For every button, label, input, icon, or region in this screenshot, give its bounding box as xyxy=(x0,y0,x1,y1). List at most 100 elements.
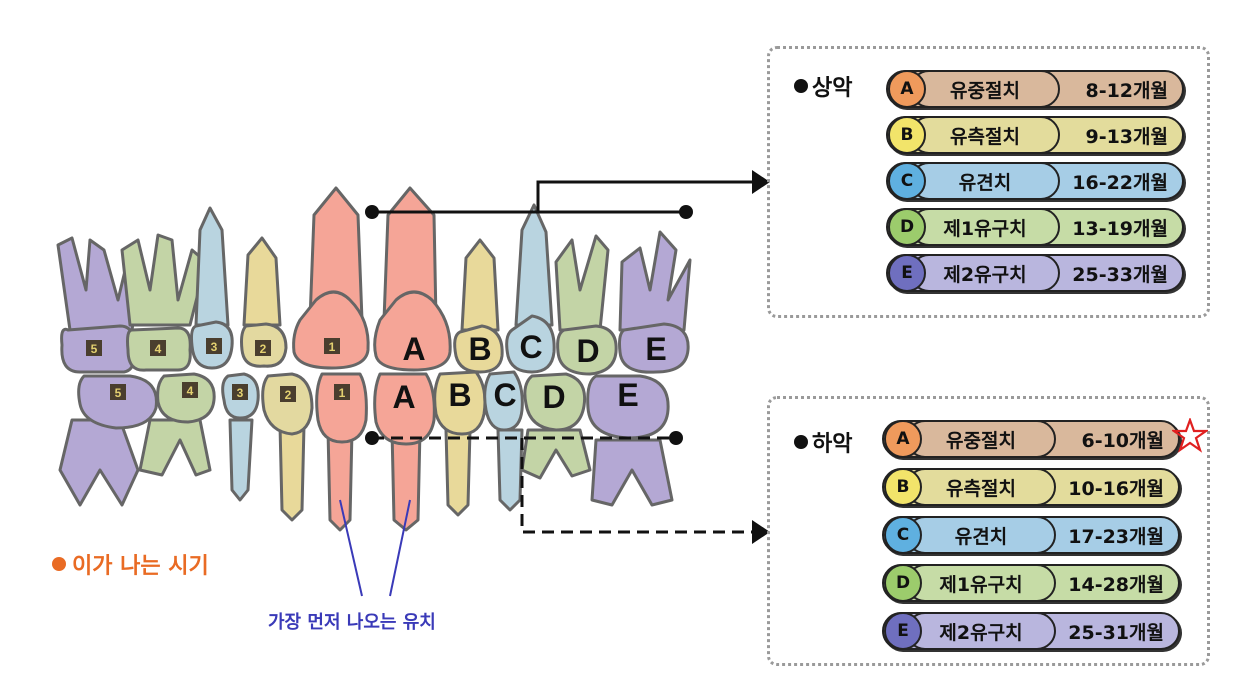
tooth-letter-badge: B xyxy=(888,116,926,154)
upper-molar-d-roots-right xyxy=(554,234,610,332)
upper-crown-b xyxy=(453,324,504,374)
upper-label-a: A xyxy=(402,331,425,367)
eruption-time-caption: 이가 나는 시기 xyxy=(52,548,209,580)
eruption-months: 17-23개월 xyxy=(1068,525,1164,548)
lower-central-root-left xyxy=(326,428,354,532)
permanent-markers: 5 4 3 2 1 5 4 3 2 1 xyxy=(86,338,350,402)
upper-molar-e-roots-right xyxy=(618,230,692,332)
svg-text:3: 3 xyxy=(211,340,218,354)
upper-label-c: C xyxy=(519,329,542,365)
lower-jaw-panel xyxy=(767,396,1210,666)
upper-jaw-title: 상악 xyxy=(794,70,852,102)
svg-text:2: 2 xyxy=(285,388,292,402)
perm-marker-lower-5: 5 xyxy=(110,384,126,400)
lower-molar-roots-right-purple xyxy=(590,438,674,507)
eruption-months: 14-28개월 xyxy=(1068,573,1164,596)
eruption-months: 9-13개월 xyxy=(1085,125,1168,148)
perm-marker-upper-5: 5 xyxy=(86,340,102,356)
lower-molar-roots-left-green xyxy=(138,418,212,477)
perm-marker-lower-4: 4 xyxy=(182,382,198,398)
tooth-name: 제2유구치 xyxy=(910,254,1060,292)
eruption-months: 6-10개월 xyxy=(1081,429,1164,452)
lower-connector xyxy=(365,431,770,544)
svg-text:3: 3 xyxy=(237,386,244,400)
tooth-name: 유측절치 xyxy=(906,468,1056,506)
eruption-months: 16-22개월 xyxy=(1072,171,1168,194)
first-tooth-caption: 가장 먼저 나오는 유치 xyxy=(268,612,436,633)
tooth-letter-badge: B xyxy=(884,468,922,506)
tooth-letter-badge: E xyxy=(884,612,922,650)
tooth-name: 유견치 xyxy=(910,162,1060,200)
arrow-right-icon xyxy=(752,520,770,544)
upper-canine-root-right xyxy=(514,203,554,327)
eruption-months: 10-16개월 xyxy=(1068,477,1164,500)
perm-marker-upper-3: 3 xyxy=(206,338,222,354)
eruption-months: 25-31개월 xyxy=(1068,621,1164,644)
arrow-right-icon xyxy=(752,170,770,194)
tooth-name: 제1유구치 xyxy=(910,208,1060,246)
lower-label-e: E xyxy=(617,377,638,413)
tooth-letter-badge: E xyxy=(888,254,926,292)
upper-crown-c xyxy=(505,314,556,374)
tooth-name: 유측절치 xyxy=(910,116,1060,154)
lower-canine-root-left xyxy=(228,418,254,502)
tooth-name: 유견치 xyxy=(906,516,1056,554)
svg-text:2: 2 xyxy=(260,342,267,356)
perm-marker-upper-2: 2 xyxy=(255,340,271,356)
upper-label-e: E xyxy=(645,331,666,367)
svg-text:4: 4 xyxy=(187,384,194,398)
tooth-name: 제1유구치 xyxy=(906,564,1056,602)
tooth-letter-badge: C xyxy=(888,162,926,200)
eruption-months: 13-19개월 xyxy=(1072,217,1168,240)
perm-marker-upper-1: 1 xyxy=(324,338,340,354)
lower-crown-2 xyxy=(261,372,314,436)
tooth-letter-badge: A xyxy=(888,70,926,108)
svg-text:4: 4 xyxy=(155,342,162,356)
lower-jaw-title: 하악 xyxy=(794,426,852,458)
upper-crown-a xyxy=(373,290,452,372)
lower-lateral-root-left xyxy=(278,423,306,522)
perm-marker-upper-4: 4 xyxy=(150,340,166,356)
upper-connector xyxy=(365,170,770,219)
eruption-months: 8-12개월 xyxy=(1085,79,1168,102)
tooth-letter-badge: A xyxy=(884,420,922,458)
lower-crown-5 xyxy=(77,374,158,430)
lower-label-a: A xyxy=(392,379,415,415)
upper-canine-root-left xyxy=(194,206,230,327)
upper-lateral-root-left xyxy=(242,236,282,327)
upper-lateral-root-right xyxy=(460,238,500,332)
upper-crown-e xyxy=(618,322,690,374)
perm-marker-lower-3: 3 xyxy=(232,384,248,400)
svg-text:1: 1 xyxy=(339,386,346,400)
lower-lateral-root-right xyxy=(444,428,472,517)
star-icon xyxy=(1170,416,1210,458)
tooth-name: 유중절치 xyxy=(910,70,1060,108)
lower-crown-1 xyxy=(315,372,368,444)
lower-crown-c xyxy=(483,370,524,432)
lower-crown-d xyxy=(523,372,587,432)
lower-label-d: D xyxy=(542,379,565,415)
lower-canine-root-right xyxy=(496,428,524,512)
svg-text:5: 5 xyxy=(91,342,98,356)
tooth-letter-badge: D xyxy=(884,564,922,602)
eruption-months: 25-33개월 xyxy=(1072,263,1168,286)
bullet-icon xyxy=(52,557,66,571)
lower-molar-roots-left-purple xyxy=(58,418,140,507)
upper-molar-d-roots-left xyxy=(120,233,208,327)
tooth-name: 유중절치 xyxy=(906,420,1056,458)
upper-label-d: D xyxy=(576,333,599,369)
svg-text:5: 5 xyxy=(115,386,122,400)
bullet-icon xyxy=(794,79,808,93)
svg-text:1: 1 xyxy=(329,340,336,354)
bullet-icon xyxy=(794,435,808,449)
